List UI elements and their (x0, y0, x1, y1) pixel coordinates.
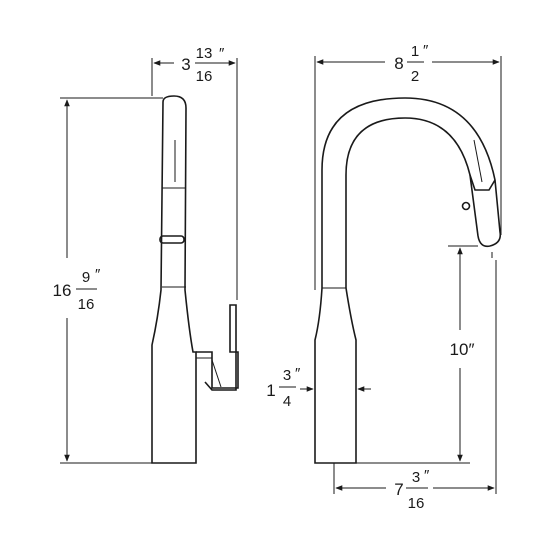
side-view-handle-detail (211, 359, 222, 388)
side-view-faucet (151, 95, 239, 464)
dim-spout-height: 10″ (356, 245, 478, 464)
front-view-faucet (314, 97, 502, 464)
dim-height-unit: ″ (95, 266, 101, 283)
dim-top-left: 3 13 ″ 16 (151, 45, 238, 300)
dim-reach-numerator: 3 (412, 469, 420, 486)
dim-top-right-denominator: 2 (411, 68, 419, 85)
front-view-spray-button (461, 201, 471, 211)
side-view-handle (196, 304, 239, 391)
dim-height-numerator: 9 (82, 269, 90, 286)
dim-reach-denominator: 16 (408, 495, 425, 512)
dim-top-left-whole: 3 (181, 55, 190, 74)
dim-base-width-denominator: 4 (283, 393, 291, 410)
dim-top-right-numerator: 1 (411, 43, 419, 60)
dim-top-left-unit: ″ (219, 45, 225, 62)
front-view-highlight (473, 139, 483, 183)
side-view-body-outline (151, 95, 197, 464)
dim-base-width-unit: ″ (295, 365, 301, 382)
dim-top-right-whole: 8 (394, 54, 403, 73)
dim-spout-height-value: 10″ (450, 340, 475, 359)
dim-base-width-numerator: 3 (283, 367, 291, 384)
front-view-gooseneck-outer (321, 97, 502, 288)
dim-top-left-numerator: 13 (196, 45, 213, 62)
dim-top-right: 8 1 ″ 2 (314, 42, 502, 290)
dim-reach-whole: 7 (394, 480, 403, 499)
front-view-body (314, 287, 357, 464)
dim-top-left-denominator: 16 (196, 68, 213, 85)
dim-top-right-unit: ″ (423, 42, 429, 59)
side-view-spray-button (159, 235, 185, 244)
dim-reach-unit: ″ (424, 467, 430, 484)
dim-height-whole: 16 (53, 281, 72, 300)
dim-height-denominator: 16 (78, 296, 95, 313)
front-view-gooseneck-inner (345, 117, 479, 288)
front-view-nozzle (477, 235, 491, 248)
dim-base-width-whole: 1 (266, 381, 275, 400)
dim-reach: 7 3 ″ 16 (333, 260, 497, 512)
dim-height: 16 9 ″ 16 (53, 97, 163, 464)
dim-base-width: 1 3 ″ 4 (266, 365, 371, 410)
front-view-spray-head (469, 174, 496, 191)
